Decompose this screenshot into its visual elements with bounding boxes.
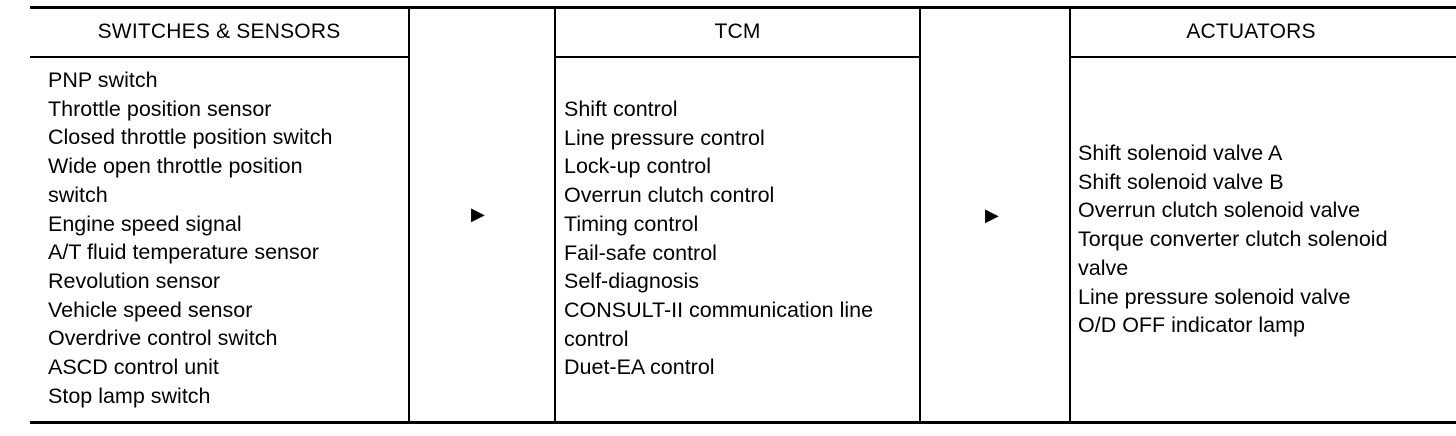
- column-divider: [554, 7, 556, 422]
- table-top-rule: [30, 6, 1456, 9]
- list-item: ASCD control unit: [48, 355, 219, 380]
- list-item: Overdrive control switch: [48, 326, 278, 351]
- list-item: Engine speed signal: [48, 211, 242, 236]
- list-item: Throttle position sensor: [48, 96, 272, 121]
- list-item: Self-diagnosis: [564, 269, 700, 294]
- list-item: Shift solenoid valve B: [1078, 169, 1284, 194]
- list-item: Stop lamp switch: [48, 383, 211, 408]
- list-item: CONSULT-II communication line: [564, 297, 874, 322]
- table-bottom-rule: [30, 421, 1456, 424]
- list-item: Line pressure control: [564, 125, 765, 150]
- actuators-header: ACTUATORS: [1186, 20, 1316, 43]
- header-rule: [555, 56, 920, 58]
- list-item: PNP switch: [48, 68, 158, 92]
- switches-sensors-list: PNP switch Throttle position sensor Clos…: [48, 66, 332, 410]
- header-rule: [1070, 56, 1456, 58]
- list-item: Revolution sensor: [48, 268, 221, 293]
- list-item: Torque converter clutch solenoid: [1078, 227, 1388, 252]
- list-item: Timing control: [564, 211, 699, 236]
- flow-arrow-icon: ▶: [985, 205, 999, 225]
- list-item: Line pressure solenoid valve: [1078, 284, 1351, 309]
- list-item: Duet-EA control: [564, 355, 715, 380]
- list-item: switch: [48, 182, 108, 207]
- list-item: Shift solenoid valve A: [1078, 141, 1283, 165]
- switches-sensors-header: SWITCHES & SENSORS: [97, 20, 341, 43]
- actuators-list: Shift solenoid valve A Shift solenoid va…: [1078, 139, 1388, 340]
- tcm-header: TCM: [714, 20, 761, 43]
- list-item: A/T fluid temperature sensor: [48, 240, 319, 265]
- tcm-list: Shift control Line pressure control Lock…: [564, 95, 873, 382]
- list-item: Fail-safe control: [564, 240, 717, 265]
- list-item: Lock-up control: [564, 154, 711, 179]
- list-item: Overrun clutch control: [564, 183, 775, 208]
- column-divider: [408, 7, 410, 422]
- list-item: valve: [1078, 255, 1129, 280]
- header-rule: [30, 56, 409, 58]
- list-item: control: [564, 326, 629, 351]
- list-item: Wide open throttle position: [48, 154, 303, 179]
- list-item: Vehicle speed sensor: [48, 297, 253, 322]
- list-item: Closed throttle position switch: [48, 125, 333, 150]
- column-divider: [1069, 7, 1071, 422]
- list-item: Overrun clutch solenoid valve: [1078, 198, 1361, 223]
- list-item: O/D OFF indicator lamp: [1078, 313, 1305, 338]
- column-divider: [919, 7, 921, 422]
- list-item: Shift control: [564, 97, 678, 121]
- flow-arrow-icon: ▶: [471, 204, 485, 224]
